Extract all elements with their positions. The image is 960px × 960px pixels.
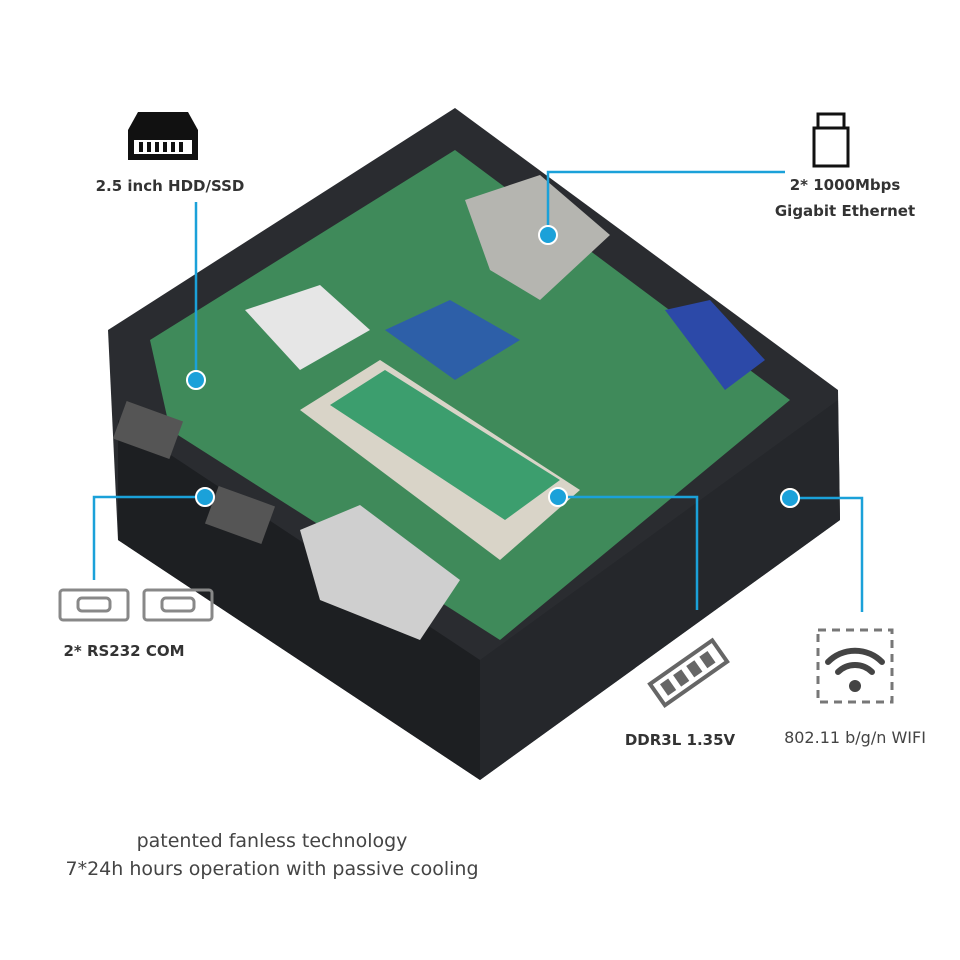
ram-chip [330, 370, 560, 520]
ethernet-label-line1: 2* 1000Mbps [789, 176, 901, 194]
hard-drive-icon [128, 112, 198, 160]
vga-port [665, 300, 765, 390]
com-port [204, 485, 276, 545]
case-side-left [118, 420, 480, 780]
com-port [112, 400, 184, 460]
callout-lines [92, 170, 864, 612]
msata-card [385, 300, 520, 380]
case-side-right [480, 400, 840, 780]
tagline-line2: 7*24h hours operation with passive cooli… [65, 858, 479, 880]
memory-module-icon [647, 637, 730, 709]
callout-dots [186, 225, 800, 508]
wifi-icon [816, 628, 894, 704]
wifi-label: 802.11 b/g/n WIFI [784, 728, 926, 747]
usb-ethernet-port-icon [812, 112, 850, 168]
wifi-card [245, 285, 370, 370]
tagline-line1: patented fanless technology [136, 830, 408, 852]
com-label: 2* RS232 COM [63, 642, 185, 660]
ethernet-ports [465, 175, 610, 300]
motherboard [150, 150, 790, 640]
ethernet-label-line2: Gigabit Ethernet [774, 202, 916, 220]
serial-port-icon [58, 588, 214, 622]
usb-ports [300, 505, 460, 640]
hdd-label: 2.5 inch HDD/SSD [95, 177, 245, 195]
ram-label: DDR3L 1.35V [624, 731, 736, 749]
